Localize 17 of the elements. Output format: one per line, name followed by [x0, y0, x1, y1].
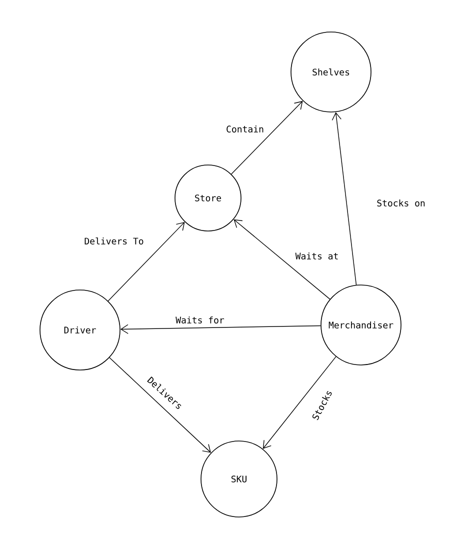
arrow [120, 324, 321, 334]
circle-node: Shelves [290, 32, 372, 112]
arrow [109, 357, 211, 453]
circle-node: Store [174, 164, 242, 232]
circle-node: Merchandiser [320, 284, 402, 366]
circle-node: Driver [40, 290, 120, 370]
edge-label: Stocks on [376, 198, 426, 208]
edge-label: Contain [225, 124, 265, 134]
edge-label: Delivers To [83, 236, 145, 246]
arrow [234, 219, 330, 300]
arrow [108, 222, 185, 302]
edge-label: Waits at [294, 252, 340, 260]
arrow [332, 112, 357, 286]
edge-label: Waits for [174, 316, 226, 324]
arrow [262, 356, 336, 449]
circle-node: SKU [200, 440, 278, 518]
arrow [230, 100, 303, 174]
